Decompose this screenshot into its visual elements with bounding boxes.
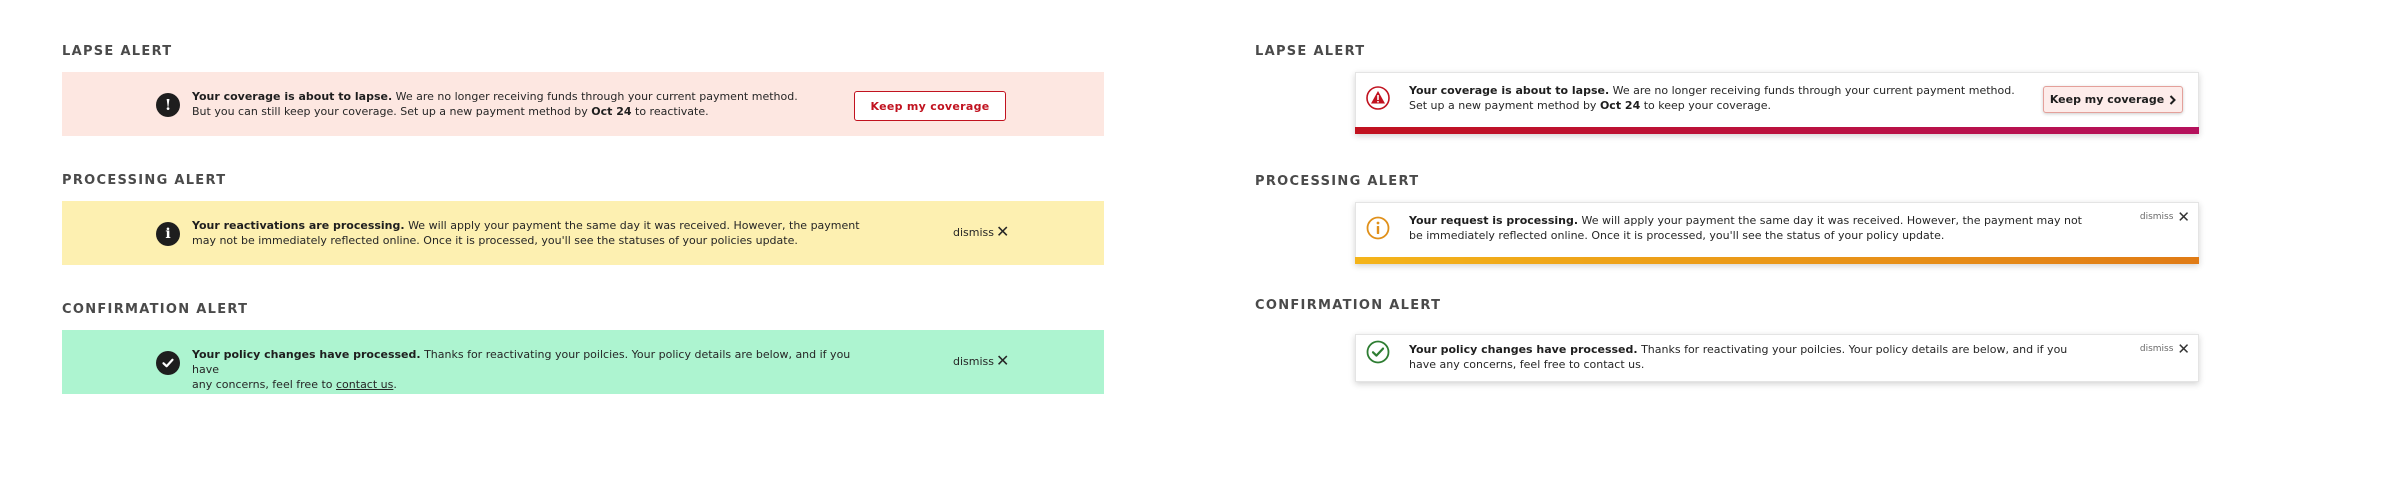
confirmation-alert-card: Your policy changes have processed. Than… — [1355, 334, 2199, 382]
dismiss-label: dismiss — [953, 354, 995, 368]
contact-us-link[interactable]: contact us — [336, 378, 394, 391]
danger-accent-bar — [1355, 127, 2199, 134]
lapse-alert-message: Your coverage is about to lapse. We are … — [192, 90, 798, 118]
processing-alert-heading: PROCESSING ALERT — [62, 173, 227, 188]
button-label: Keep my coverage — [2049, 93, 2165, 106]
lapse-alert: ! Your coverage is about to lapse. We ar… — [62, 72, 1104, 136]
dismiss-label: dismiss — [2139, 212, 2174, 222]
chevron-right-icon — [2169, 94, 2177, 105]
confirmation-alert-message: Your policy changes have processed. Than… — [192, 348, 851, 391]
dismiss-button[interactable]: dismiss ✕ — [2139, 208, 2190, 226]
lapse-alert-heading: LAPSE ALERT — [1255, 44, 1366, 59]
exclamation-icon: ! — [156, 93, 180, 117]
confirmation-alert-message: Your policy changes have processed. Than… — [1409, 343, 2068, 371]
close-icon: ✕ — [2177, 340, 2190, 358]
dismiss-label: dismiss — [2139, 344, 2174, 354]
dismiss-button[interactable]: dismiss ✕ — [2139, 340, 2190, 358]
check-icon — [1366, 340, 1390, 364]
close-icon: ✕ — [996, 351, 1010, 370]
processing-alert-card: Your request is processing. We will appl… — [1355, 202, 2199, 264]
close-icon: ✕ — [2177, 208, 2190, 226]
confirmation-alert: Your policy changes have processed. Than… — [62, 330, 1104, 394]
processing-accent-bar — [1355, 257, 2199, 264]
processing-alert-message: Your request is processing. We will appl… — [1409, 214, 2082, 242]
lapse-alert-message: Your coverage is about to lapse. We are … — [1409, 84, 2015, 112]
warning-triangle-icon — [1366, 86, 1390, 110]
processing-alert: i Your reactivations are processing. We … — [62, 201, 1104, 265]
confirmation-alert-heading: CONFIRMATION ALERT — [62, 302, 249, 317]
lapse-alert-heading: LAPSE ALERT — [62, 44, 173, 59]
info-icon — [1366, 216, 1390, 240]
processing-alert-message: Your reactivations are processing. We wi… — [192, 219, 860, 247]
info-icon: i — [156, 222, 180, 246]
keep-my-coverage-button[interactable]: Keep my coverage — [854, 91, 1006, 121]
check-icon — [156, 351, 180, 375]
lapse-alert-card: Your coverage is about to lapse. We are … — [1355, 72, 2199, 134]
dismiss-label: dismiss — [953, 225, 995, 239]
confirmation-alert-heading: CONFIRMATION ALERT — [1255, 298, 1442, 313]
close-icon: ✕ — [996, 222, 1010, 241]
dismiss-button[interactable]: dismiss ✕ — [953, 222, 1010, 241]
keep-my-coverage-button[interactable]: Keep my coverage — [2043, 86, 2183, 113]
dismiss-button[interactable]: dismiss ✕ — [953, 351, 1010, 370]
processing-alert-heading: PROCESSING ALERT — [1255, 174, 1420, 189]
